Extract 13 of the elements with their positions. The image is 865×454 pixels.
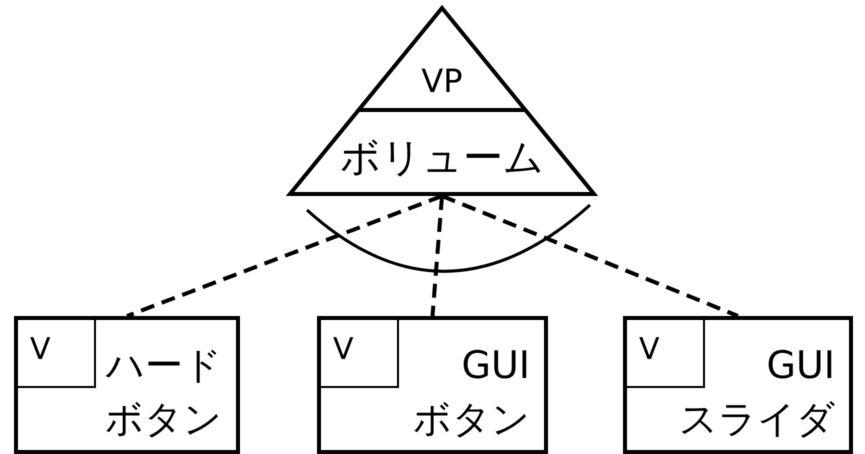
variant-box <box>317 316 548 454</box>
connector-line <box>441 194 739 318</box>
node-label: ハードボタン <box>104 342 222 443</box>
connector-line <box>430 196 444 316</box>
vp-label: VP <box>421 62 463 100</box>
variant-box <box>623 316 853 454</box>
variant-box <box>14 316 240 454</box>
variant-tag: V <box>627 320 705 388</box>
node-label: GUIボタン <box>412 342 530 443</box>
variant-tag: V <box>321 320 399 388</box>
connector-line <box>126 194 443 318</box>
node-label: ボリューム <box>340 134 544 183</box>
variant-tag: V <box>18 320 96 388</box>
